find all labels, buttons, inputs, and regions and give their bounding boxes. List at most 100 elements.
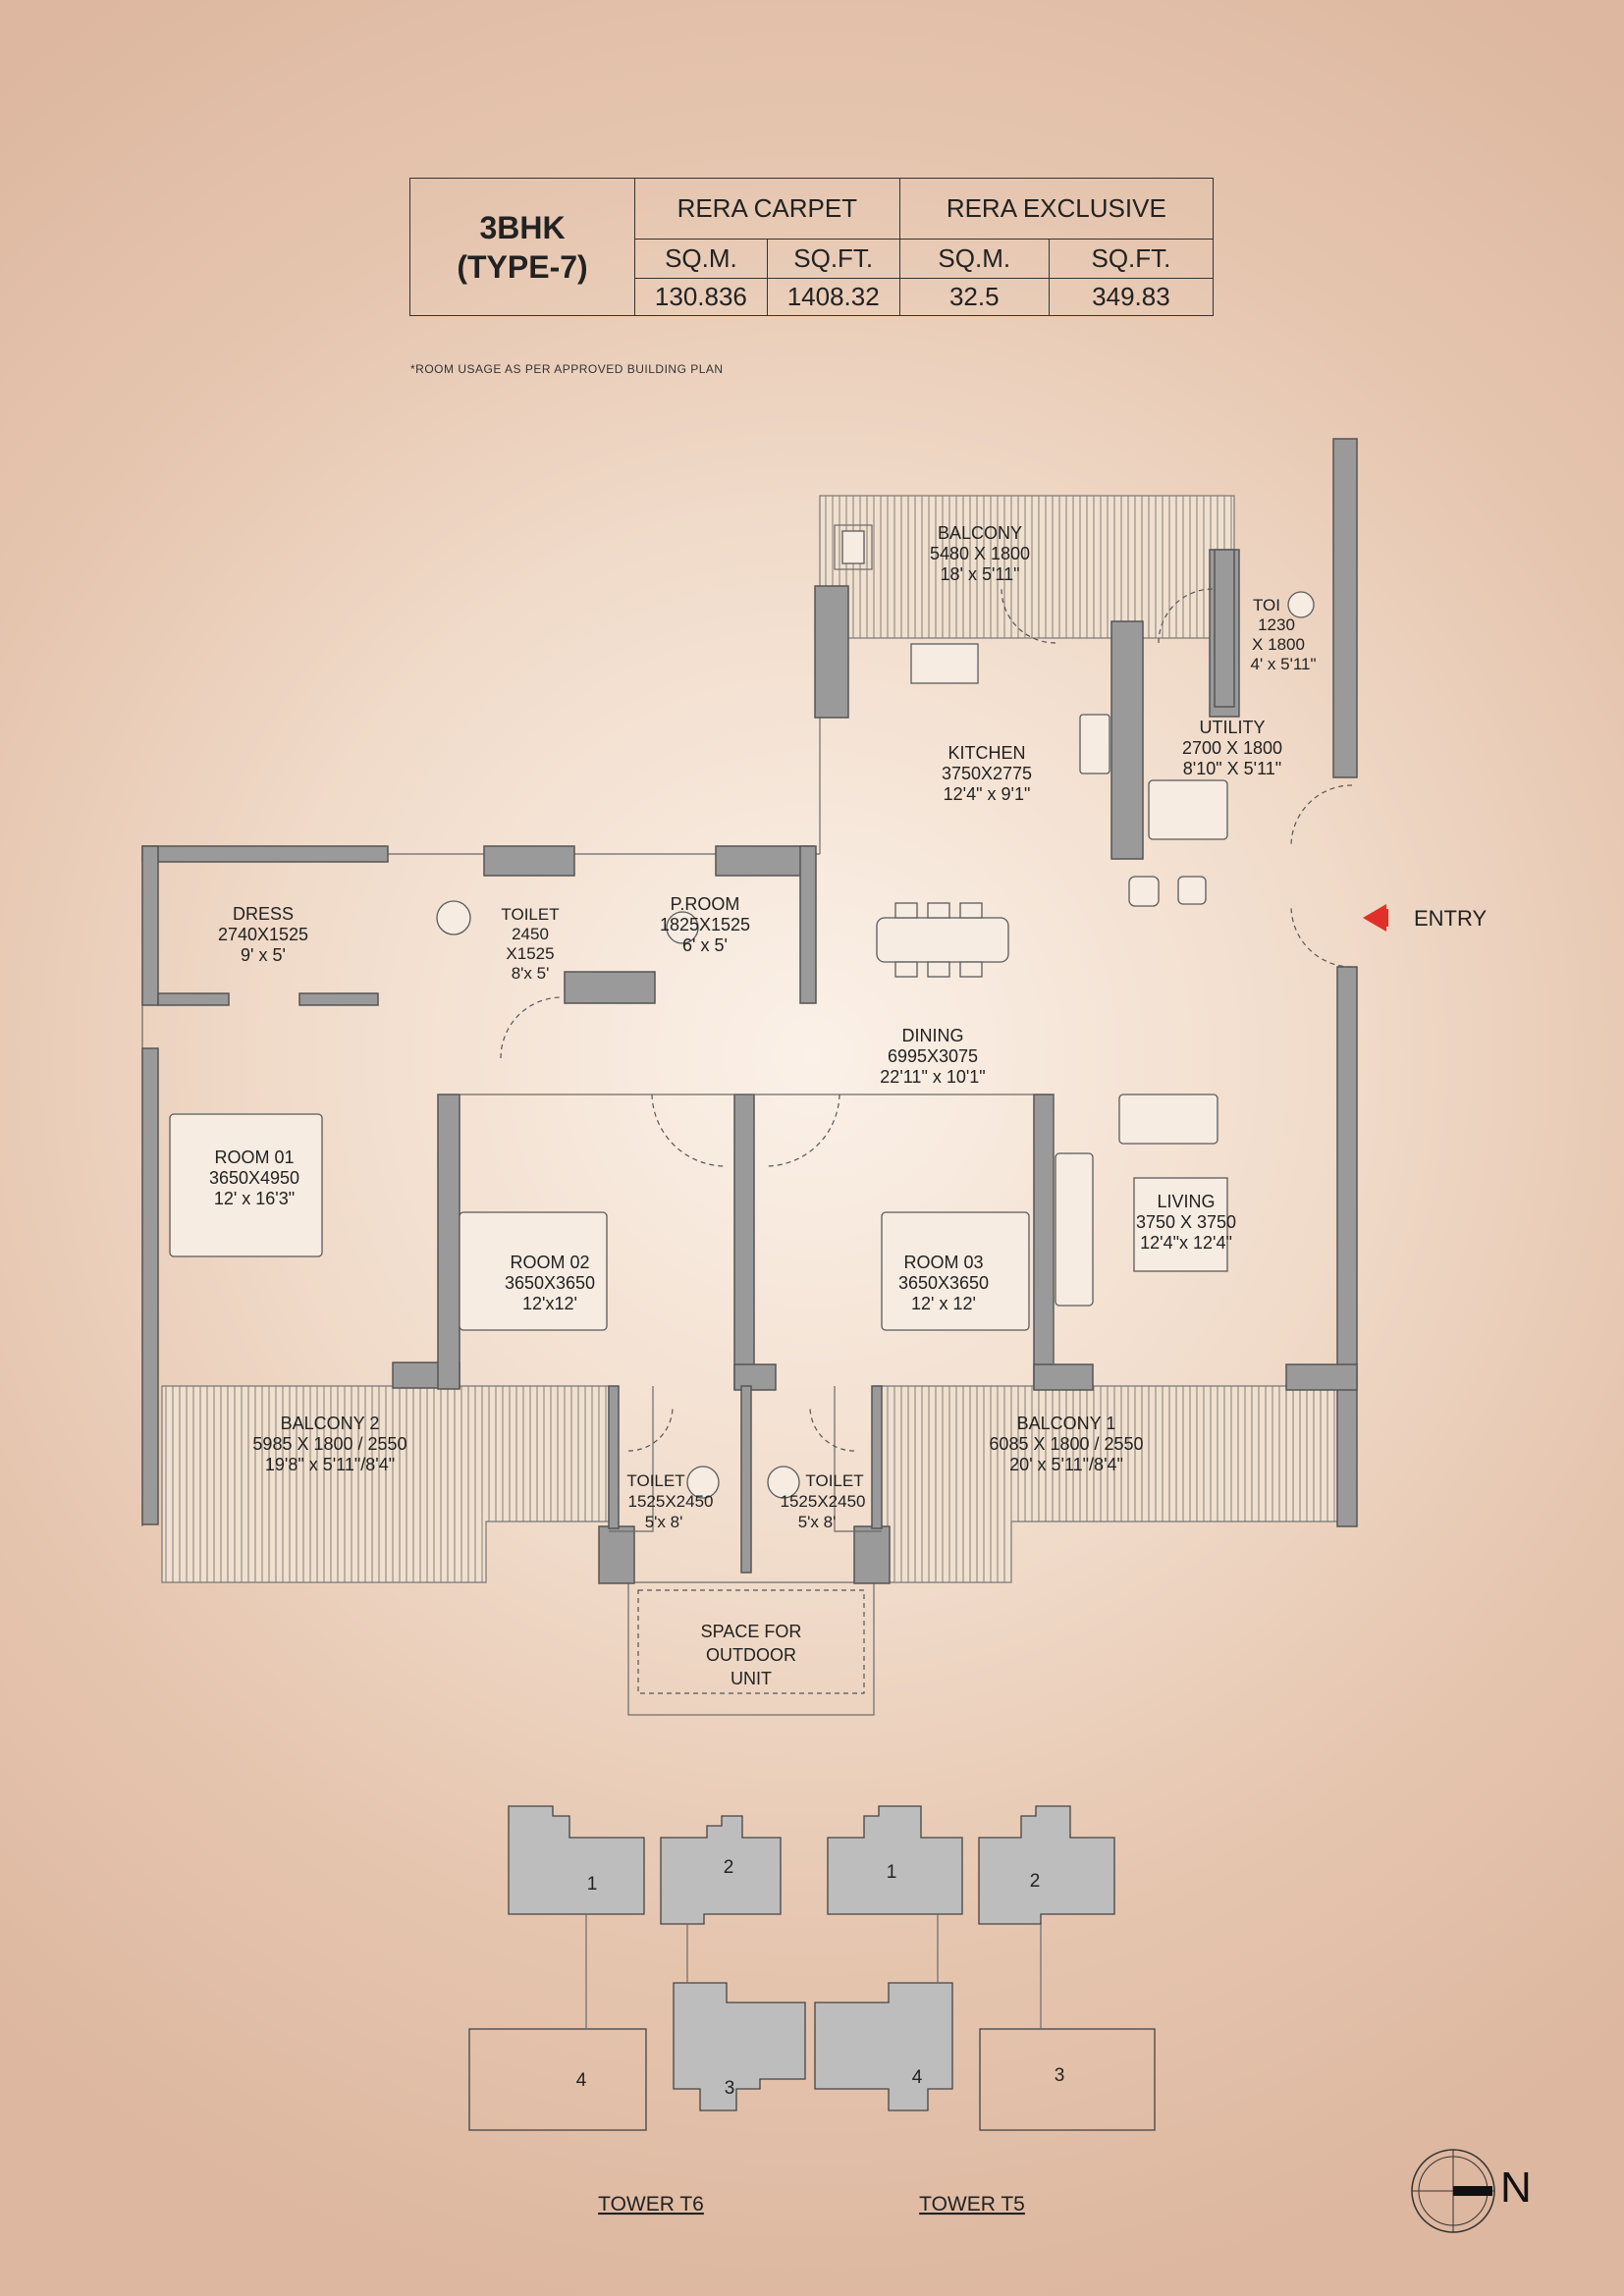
wall-dress-west xyxy=(141,845,159,1006)
kitchen-sink xyxy=(910,643,979,684)
t5-label-1: 1 xyxy=(887,1862,897,1883)
entry-arrow-icon xyxy=(1363,904,1386,932)
unit-name: 3BHK xyxy=(479,209,566,245)
wall-room03-living xyxy=(1033,1094,1055,1390)
door-room03 xyxy=(765,1094,840,1167)
wall-toilet-top-west xyxy=(1214,549,1235,708)
t6-block-3 xyxy=(673,1982,806,2111)
dining-chair xyxy=(894,961,918,978)
wall-north-mid xyxy=(483,845,575,877)
t5-label-3: 3 xyxy=(1055,2065,1065,2086)
wall-dress-north xyxy=(141,845,389,863)
t5-label-4: 4 xyxy=(912,2067,923,2088)
door-balcony xyxy=(1001,588,1056,644)
carpet-header: RERA CARPET xyxy=(634,177,900,240)
exclusive-sqft-header: SQ.FT. xyxy=(1048,239,1215,279)
wall-kitchen-nw xyxy=(814,585,849,719)
wall-room02-03-a xyxy=(733,1094,755,1390)
wall-east-upper xyxy=(1332,438,1358,778)
t5-label-2: 2 xyxy=(1030,1871,1041,1892)
t5-block-2 xyxy=(978,1805,1115,1925)
dining-chair xyxy=(927,902,950,919)
wc-left xyxy=(686,1466,720,1499)
t5-block-4 xyxy=(814,1982,953,2111)
t6-label-2: 2 xyxy=(724,1857,734,1878)
wc-dress xyxy=(436,900,471,935)
wall-dress-south-b xyxy=(298,992,379,1006)
t6-block-1 xyxy=(508,1805,645,1915)
wall-east xyxy=(1336,966,1358,1527)
t6-label-4: 4 xyxy=(576,2070,587,2091)
wall-toilet-block xyxy=(564,971,656,1004)
tower-t6-label: TOWER T6 xyxy=(598,2193,704,2216)
toilet-right-outline xyxy=(834,1386,882,1532)
door-entry xyxy=(1290,784,1353,847)
door-room01 xyxy=(500,996,563,1059)
t6-label-3: 3 xyxy=(725,2078,735,2099)
tower-t5-label: TOWER T5 xyxy=(919,2193,1025,2216)
carpet-sqft-header: SQ.FT. xyxy=(766,239,900,279)
outdoor-unit-space xyxy=(627,1581,875,1716)
dining-chair xyxy=(959,902,983,919)
armchairs-living xyxy=(1118,1094,1218,1145)
exclusive-header: RERA EXCLUSIVE xyxy=(898,177,1215,240)
foyer-seat xyxy=(1128,876,1160,907)
cooktop xyxy=(1079,714,1110,774)
furniture xyxy=(169,591,1315,1499)
planter-box xyxy=(834,524,873,570)
bed-room02 xyxy=(459,1211,608,1331)
wall-room01-02 xyxy=(437,1094,460,1390)
t6-label-1: 1 xyxy=(587,1874,598,1895)
north-compass-icon xyxy=(1411,2149,1495,2233)
entry-label: ENTRY xyxy=(1414,906,1487,931)
planter-icon xyxy=(841,530,865,564)
wall-toilet-right-east xyxy=(871,1385,883,1529)
bed-room03 xyxy=(881,1211,1030,1331)
outdoor-unit-outline xyxy=(637,1589,865,1694)
wall-living-sw xyxy=(1033,1363,1094,1391)
t5-block-1 xyxy=(827,1805,963,1915)
area-table: 3BHK (TYPE-7) RERA CARPET RERA EXCLUSIVE… xyxy=(409,177,1215,317)
exclusive-sqft-value: 349.83 xyxy=(1048,277,1215,317)
dining-chair xyxy=(959,961,983,978)
t5-block-3 xyxy=(979,2028,1156,2131)
dining-chair xyxy=(927,961,950,978)
room-usage-note: *ROOM USAGE AS PER APPROVED BUILDING PLA… xyxy=(410,362,724,376)
foyer-seat xyxy=(1177,876,1207,905)
wall-dress-south-a xyxy=(157,992,230,1006)
entry-arrow-tail xyxy=(1382,909,1388,927)
carpet-sqft-value: 1408.32 xyxy=(766,277,900,317)
unit-type-cell: 3BHK (TYPE-7) xyxy=(409,178,635,316)
door-toilet-right xyxy=(809,1406,855,1452)
wc-toi xyxy=(1287,591,1315,618)
coffee-table xyxy=(1133,1177,1228,1272)
t6-block-2 xyxy=(660,1815,782,1925)
wall-living-se xyxy=(1285,1363,1358,1391)
exclusive-sqm-header: SQ.M. xyxy=(898,239,1050,279)
door-toilet-left xyxy=(627,1406,674,1452)
dining-chair xyxy=(894,902,918,919)
utility-bed xyxy=(1148,779,1228,840)
key-plan-t5: 1 2 4 3 TOWER T5 xyxy=(814,1805,1156,2216)
wc-proom xyxy=(666,911,699,944)
bed-room01 xyxy=(169,1113,323,1257)
wall-toilet-left-west xyxy=(608,1385,620,1529)
wall-proom-north xyxy=(715,845,815,877)
wall-proom-east xyxy=(799,845,817,1004)
door-entry-b xyxy=(1290,905,1353,968)
t6-block-4 xyxy=(468,2028,647,2131)
